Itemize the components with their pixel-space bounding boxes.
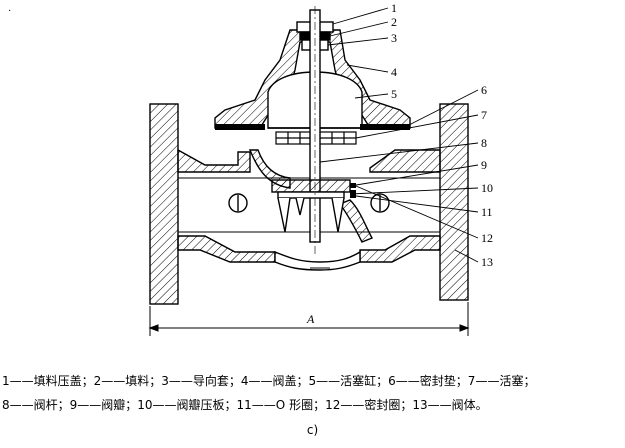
- callout-8: 8: [481, 136, 487, 150]
- callout-7: 7: [481, 108, 487, 122]
- callout-13: 13: [481, 255, 493, 269]
- callout-4: 4: [391, 65, 397, 79]
- callout-1: 1: [391, 1, 397, 15]
- callout-5: 5: [391, 87, 397, 101]
- legend-line-1: 1——填料压盖；2——填料；3——导向套；4——阀盖；5——活塞缸；6——密封垫…: [2, 374, 536, 388]
- corner-mark: ·: [8, 6, 11, 17]
- figure-sub-label: c): [306, 423, 319, 437]
- callout-3: 3: [391, 31, 397, 45]
- callout-labels: 1 2 3 4 5 6 7 8 9 10 11 12 13: [391, 1, 493, 269]
- flow-port-left: [228, 193, 248, 213]
- dimension-label: A: [306, 312, 315, 326]
- callout-11: 11: [481, 205, 493, 219]
- valve-disc: [271, 179, 351, 233]
- callout-10: 10: [481, 181, 493, 195]
- seal-gasket: [360, 124, 410, 130]
- seal-gasket-left: [215, 124, 265, 130]
- callout-2: 2: [391, 15, 397, 29]
- callout-9: 9: [481, 158, 487, 172]
- callout-12: 12: [481, 231, 493, 245]
- callout-6: 6: [481, 83, 487, 97]
- dimension-a: [148, 302, 470, 336]
- leader-lines: [319, 7, 479, 263]
- legend-line-2: 8——阀杆；9——阀瓣；10——阀瓣压板；11——O 形圈；12——密封圈；13…: [2, 398, 488, 412]
